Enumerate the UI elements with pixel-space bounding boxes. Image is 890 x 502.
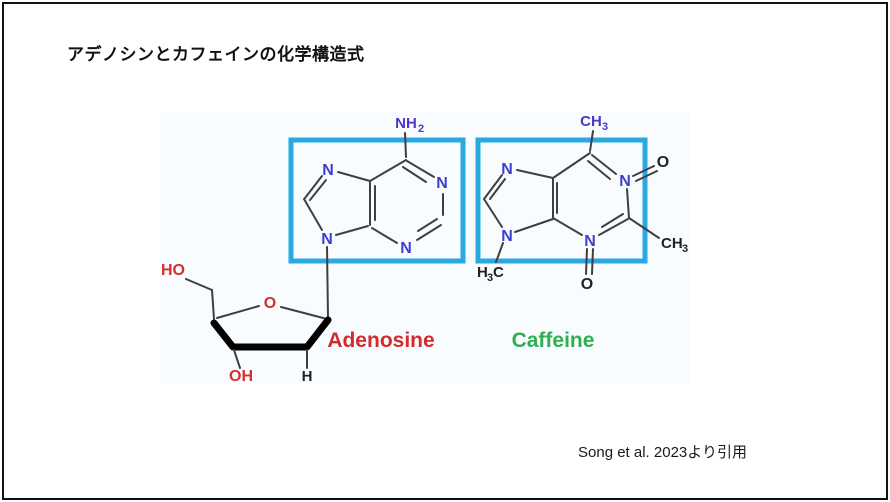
hydroxyl-oh-label: OH — [229, 368, 253, 383]
chemical-structure-figure: N N N N NH 2 HO O OH H N N N N CH 3 — [160, 112, 690, 385]
adenine-atom-labels: N N N N NH 2 — [321, 115, 448, 257]
methyl-bottom-h: H — [477, 264, 488, 281]
adenine-n9-label: N — [321, 231, 333, 248]
caffeine-atom-labels: N N N N CH 3 O O CH 3 H 3 C — [477, 113, 688, 293]
adenine-highlight-box — [288, 137, 466, 264]
methyl-bottom-subscript: 3 — [487, 272, 493, 284]
caffeine-bonds — [483, 130, 660, 275]
ribose-atom-labels: HO O OH H — [161, 262, 313, 385]
adenine-n7-label: N — [322, 162, 334, 179]
caffeine-label: Caffeine — [512, 329, 595, 352]
methyl-right-label: CH — [661, 235, 683, 252]
amine-label: NH — [395, 115, 417, 132]
amine-subscript: 2 — [418, 123, 424, 135]
page-title: アデノシンとカフェインの化学構造式 — [67, 45, 365, 64]
adenine-n1-label: N — [436, 175, 448, 192]
caffeine-n7-label: N — [501, 161, 513, 178]
hydrogen-label: H — [302, 368, 313, 383]
methyl-right-subscript: 3 — [682, 243, 688, 255]
hydroxyl-ho-label: HO — [161, 262, 185, 279]
ribose-bonds — [185, 278, 332, 369]
methyl-bottom-c: C — [493, 264, 504, 281]
methyl-top-subscript: 3 — [602, 121, 608, 133]
adenosine-label: Adenosine — [327, 329, 434, 352]
structure-svg: N N N N NH 2 HO O OH H N N N N CH 3 — [161, 113, 688, 385]
adenine-bonds — [303, 132, 444, 319]
oxygen-right-label: O — [657, 154, 669, 171]
adenine-n3-label: N — [400, 240, 412, 257]
caffeine-n9-label: N — [501, 228, 513, 245]
caffeine-highlight-box — [475, 137, 648, 264]
citation-text: Song et al. 2023より引用 — [578, 444, 747, 461]
methyl-top-label: CH — [580, 113, 602, 130]
caffeine-n1-label: N — [619, 173, 631, 190]
caffeine-n3-label: N — [584, 233, 596, 250]
oxygen-bottom-label: O — [581, 276, 593, 293]
ring-oxygen-label: O — [264, 295, 276, 312]
